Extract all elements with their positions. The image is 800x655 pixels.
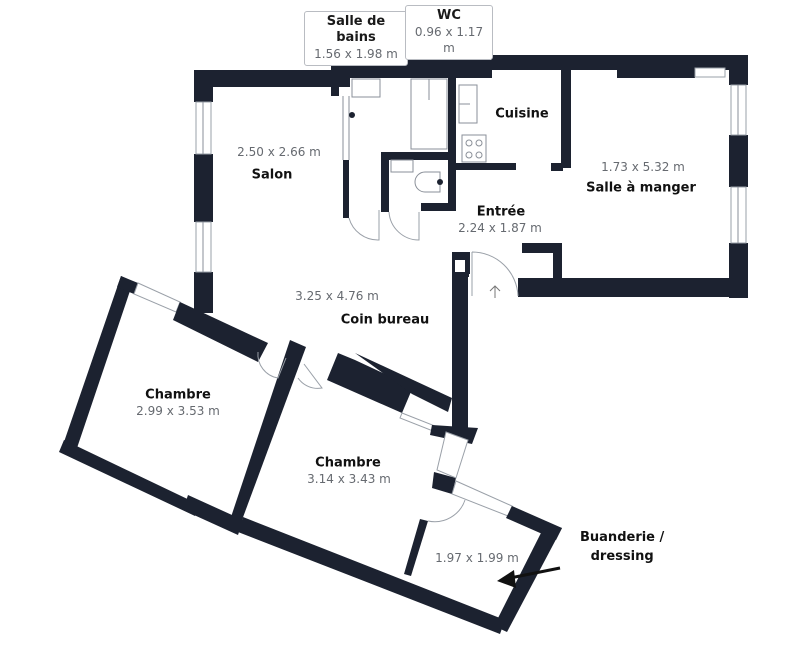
room-dims-chambre-1: 2.99 x 3.53 m [136, 404, 220, 418]
bedroom-doors [257, 351, 466, 523]
room-name-cuisine: Cuisine [495, 106, 549, 122]
callout-title: Salle de bains [326, 14, 386, 45]
windows [195, 67, 747, 273]
annotation-line-1: Buanderie / [580, 530, 665, 545]
room-name-salon: Salon [251, 167, 293, 183]
bedroom-walls [59, 276, 562, 634]
room-dims-coin-bureau: 3.25 x 4.76 m [295, 289, 379, 303]
callout-title: WC [437, 8, 461, 23]
stove-icon [461, 134, 487, 163]
annotation-buanderie: Buanderie / dressing [580, 528, 664, 566]
room-dims-salon: 2.50 x 2.66 m [237, 145, 321, 159]
room-name-chambre-1: Chambre [145, 387, 211, 403]
room-dims-buanderie: 1.97 x 1.99 m [435, 551, 519, 565]
buanderie-arrow-icon [497, 566, 561, 588]
callout-salle-de-bains: Salle de bains 1.56 x 1.98 m [304, 11, 408, 66]
bathroom-fixtures [349, 78, 448, 193]
room-dims-salle-a-manger: 1.73 x 5.32 m [601, 160, 685, 174]
doors [348, 210, 519, 298]
room-name-entree: Entrée [476, 204, 526, 220]
room-name-coin-bureau: Coin bureau [340, 312, 430, 328]
kitchen-fixtures [458, 84, 487, 163]
callout-dims: 0.96 x 1.17 m [414, 25, 484, 55]
annotation-line-2: dressing [590, 549, 654, 564]
exterior-walls [194, 55, 748, 428]
room-name-chambre-2: Chambre [315, 455, 381, 471]
room-dims-chambre-2: 3.14 x 3.43 m [307, 472, 391, 486]
entrance-arrow-icon [489, 285, 501, 298]
room-name-salle-a-manger: Salle à manger [586, 180, 696, 196]
callout-dims: 1.56 x 1.98 m [314, 47, 398, 61]
room-dims-entree: 2.24 x 1.87 m [458, 221, 542, 235]
interior-walls [342, 61, 571, 218]
callout-wc: WC 0.96 x 1.17 m [405, 5, 493, 60]
